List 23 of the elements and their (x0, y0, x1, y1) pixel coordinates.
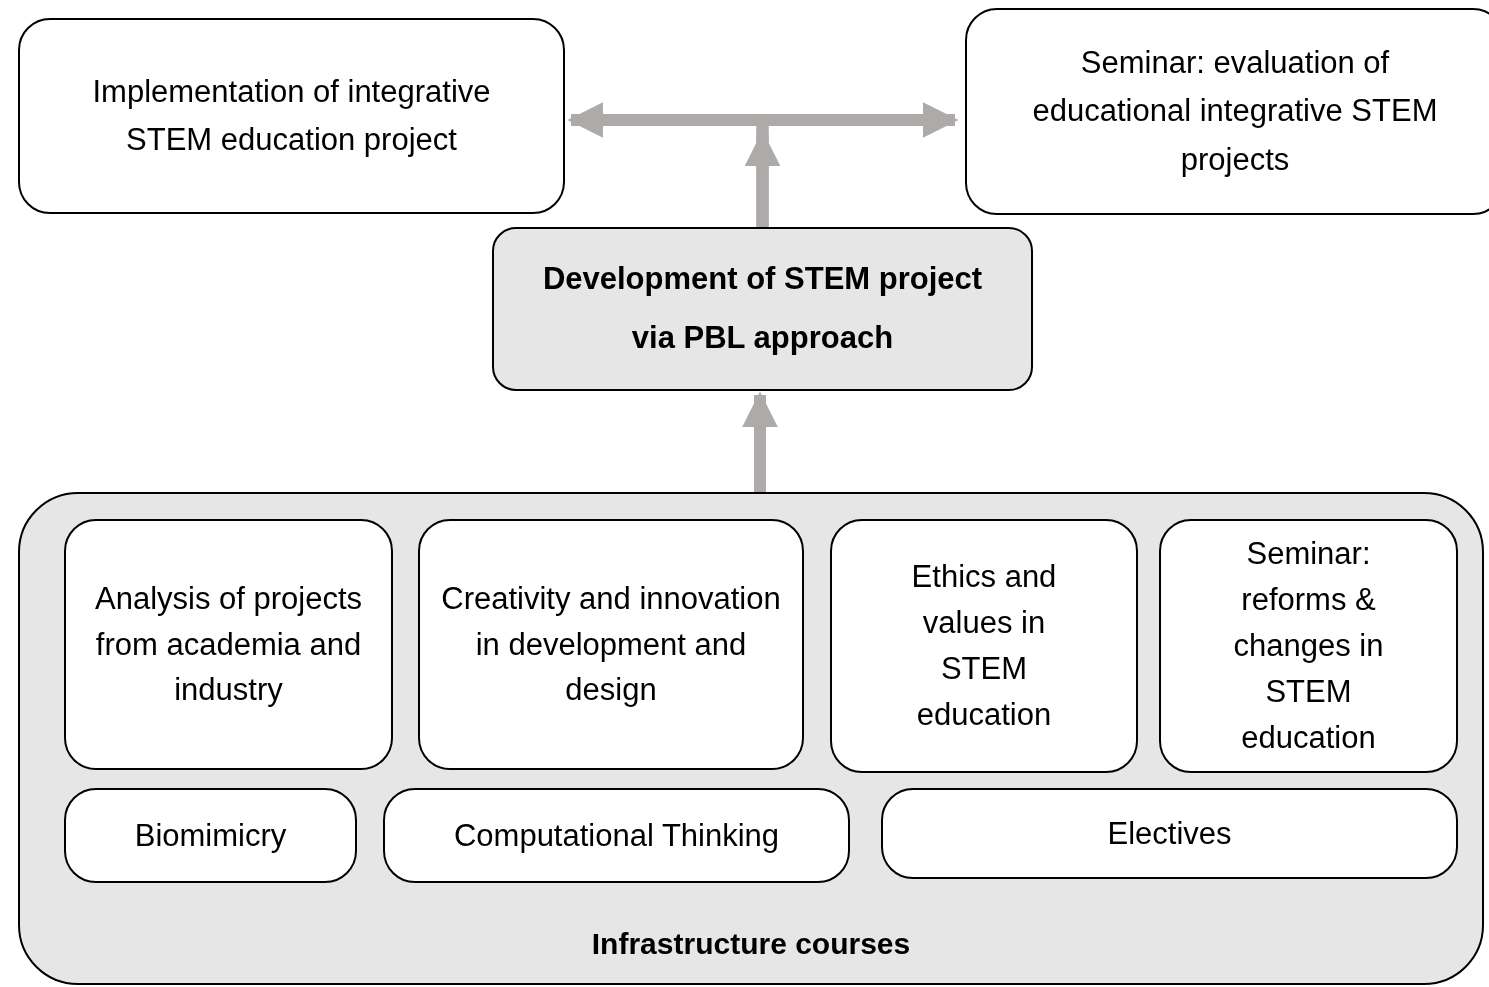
arrow (742, 391, 778, 492)
node-label: Creativity and innovation in development and design (440, 579, 782, 710)
course-box (965, 8, 1489, 215)
course-box (1159, 519, 1458, 773)
process-box (492, 227, 1033, 391)
course-box (418, 519, 804, 770)
group-panel (18, 492, 1484, 985)
course-box (830, 519, 1138, 773)
node-label: Development of STEM project via PBL approach (541, 260, 984, 357)
course-box (64, 788, 357, 883)
group-title: Infrastructure courses (590, 925, 912, 962)
node-label: Seminar: reforms & changes in STEM education (1232, 535, 1385, 757)
node-label: Electives (1106, 814, 1233, 853)
node-label: Implementation of integrative STEM education project (91, 72, 492, 159)
course-box (18, 18, 565, 214)
course-box (383, 788, 850, 883)
node-label: Analysis of projects from academia and industry (93, 579, 364, 710)
node-label: Ethics and values in STEM education (910, 558, 1058, 734)
node-label: Biomimicry (133, 816, 288, 855)
course-box (64, 519, 393, 770)
node-label: Seminar: evaluation of educational integrative STEM projects (1031, 44, 1439, 179)
course-box (881, 788, 1458, 879)
node-label: Computational Thinking (452, 816, 781, 855)
